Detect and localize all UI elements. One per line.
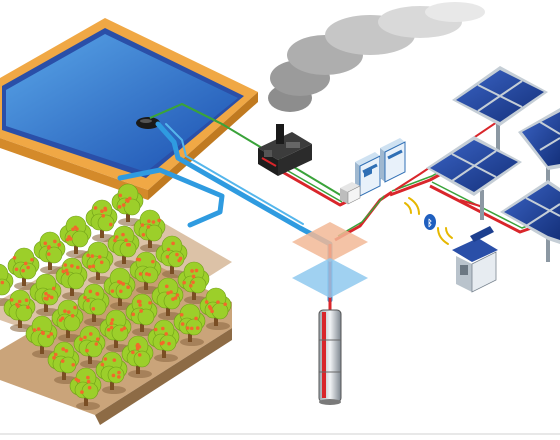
tree [77, 283, 110, 326]
reservoir-pond [0, 18, 258, 200]
tree [121, 335, 154, 378]
tree [3, 289, 36, 332]
tree [47, 341, 80, 384]
tree [51, 299, 84, 342]
junction-box-icon [340, 182, 361, 205]
tree [69, 367, 102, 410]
tree [155, 235, 188, 278]
tree [173, 303, 206, 346]
diesel-generator-icon [258, 124, 312, 176]
tree [103, 267, 136, 310]
bluetooth-icon: ᛒ [424, 214, 436, 230]
tree [29, 273, 62, 316]
solar-panel [452, 66, 548, 150]
tree [129, 251, 162, 294]
solar-panel [518, 108, 560, 190]
smoke-plume [268, 2, 485, 112]
tree [177, 261, 210, 304]
orchard-trees [0, 183, 232, 410]
bluetooth-glyph: ᛒ [427, 218, 432, 229]
solar-panel-array [426, 66, 560, 262]
submersible-pump-icon [318, 309, 342, 405]
tree [95, 351, 128, 394]
tree [107, 225, 140, 268]
tree [59, 215, 92, 258]
tree [55, 257, 88, 300]
tree [111, 183, 144, 226]
monitoring-station-icon [452, 226, 498, 293]
tree [125, 293, 158, 336]
tree [81, 241, 114, 284]
tree [25, 315, 58, 358]
solar-panel [426, 136, 522, 220]
borehole [292, 222, 368, 298]
wireless-signal-icon [404, 197, 453, 245]
tree [85, 199, 118, 242]
solar-panel [500, 180, 560, 262]
tree [199, 287, 232, 330]
tree [7, 247, 40, 290]
tree [147, 319, 180, 362]
floating-pump-icon [136, 117, 160, 129]
